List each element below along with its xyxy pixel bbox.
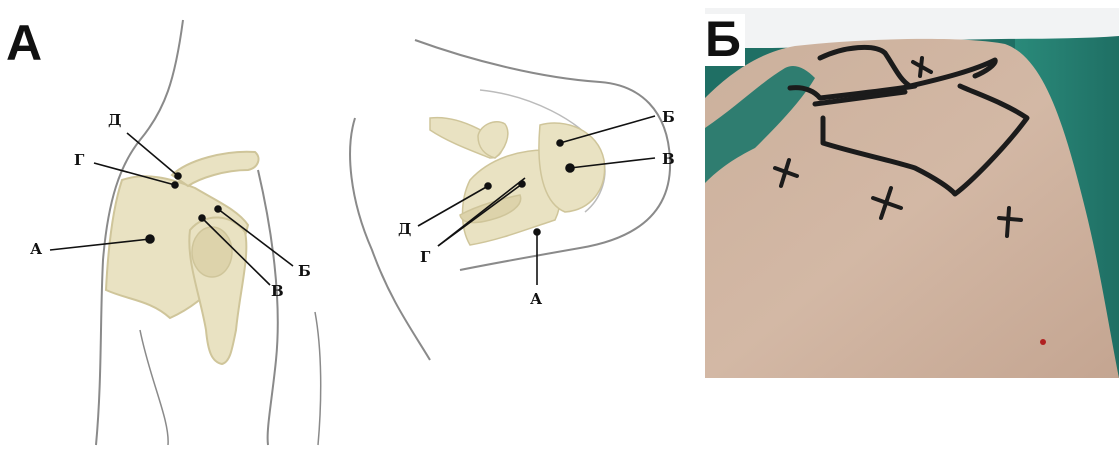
label-g-view1: Г xyxy=(74,151,85,169)
label-v-view2: В xyxy=(662,150,675,168)
panel-b-photo xyxy=(705,8,1119,378)
torso-inner-left xyxy=(140,330,168,445)
label-d-view2: Д xyxy=(398,220,411,238)
label-g-view2: Г xyxy=(420,248,431,266)
panel-a-illustration: Д Г А В Б Б В Д Г А xyxy=(0,0,700,449)
panel-b-letter: Б xyxy=(703,14,745,66)
arm-lower-left xyxy=(315,312,321,445)
back-outline-right xyxy=(350,118,430,360)
clavicle-bone xyxy=(172,152,259,186)
label-a-view1: А xyxy=(30,240,43,258)
label-a-view2: А xyxy=(530,290,543,308)
label-v-view1: В xyxy=(271,282,284,300)
humeral-head xyxy=(192,227,232,277)
arm-outline-left xyxy=(258,170,278,445)
label-d-view1: Д xyxy=(108,111,121,129)
panel-a-letter: А xyxy=(6,18,42,68)
red-dot xyxy=(1040,339,1046,345)
label-b-view1: Б xyxy=(298,262,311,280)
label-b-view2: Б xyxy=(662,108,675,126)
